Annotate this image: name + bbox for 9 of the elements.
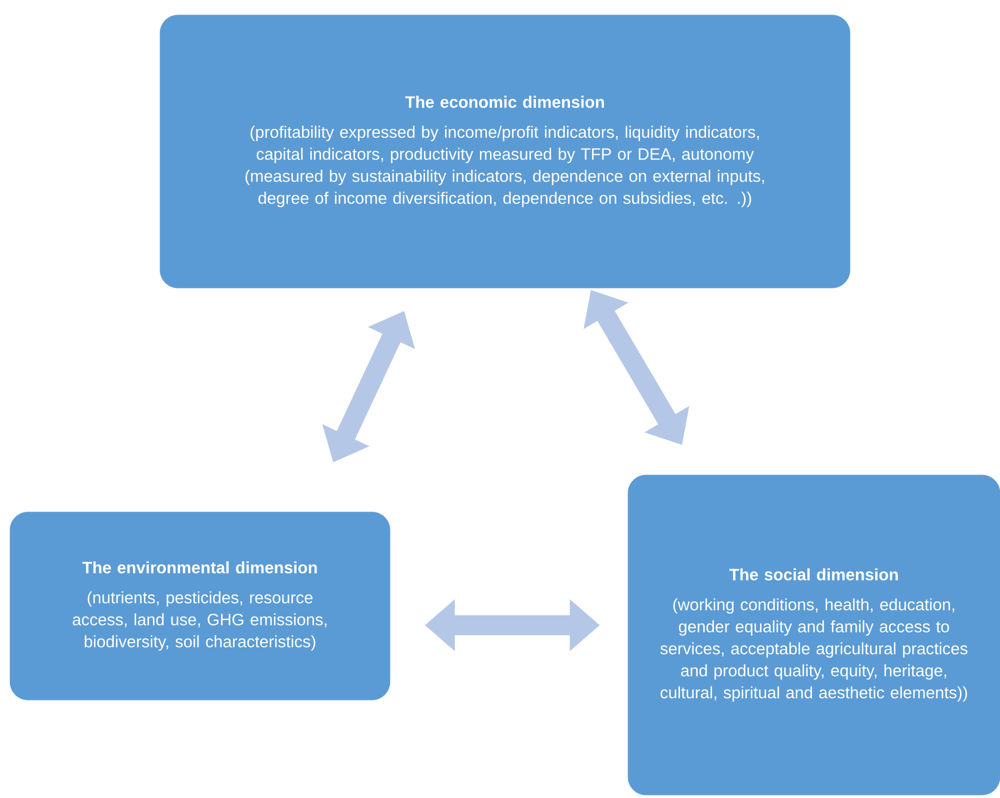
dimension-box xyxy=(628,474,1000,796)
heading: The environmental dimension xyxy=(82,561,317,574)
description: (working conditions, health, education, gender equality and family access to services, acceptable agricultural practices and product quality, equity, heritage, cultural, spiritual and aesthetic elements)) xyxy=(660,598,968,702)
description: (profitability expressed by income/profit indicators, liquidity indicators, capital indicators, productivity measured by TFP or DEA, autonomy (measured by sustainability indicators, dependence on external inputs, degree of income diversification, dependence on subsidies, etc. .)) xyxy=(246,126,764,208)
dimension-box xyxy=(160,14,850,288)
dimension-box xyxy=(10,512,390,700)
heading: The economic dimension xyxy=(405,96,604,108)
description: (nutrients, pesticides, resource access, land use, GHG emissions, biodiversity, soil characteristics) xyxy=(72,591,326,651)
heading: The social dimension xyxy=(729,568,898,580)
